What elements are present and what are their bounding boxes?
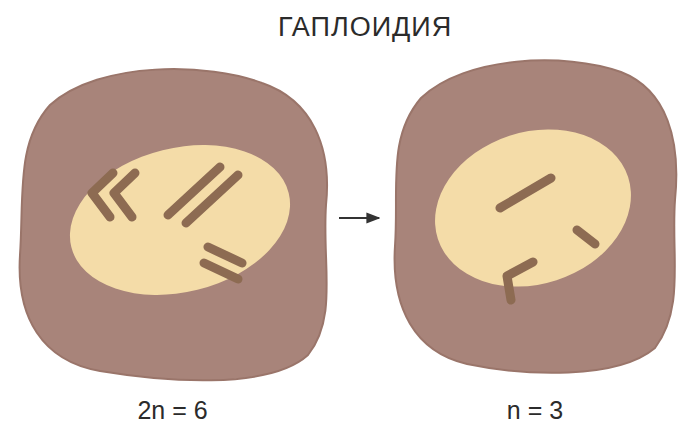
chromosome [204,263,238,279]
chromosome [92,173,113,217]
cell: 2n = 6 [10,55,335,425]
nucleus [54,123,306,317]
cell: n = 3 [385,50,685,425]
chromosome [208,247,242,263]
chromosome [114,173,135,217]
chromosome [577,230,595,244]
cell-illustration [385,50,685,380]
diagram-title: ГАПЛОИДИЯ [278,12,452,43]
ploidy-label: n = 3 [507,395,563,425]
chromosome [507,262,533,300]
ploidy-label: 2n = 6 [137,395,207,425]
cell-body [20,69,327,380]
chromosome [186,175,238,223]
cell-illustration [10,55,335,385]
chromosome [168,167,220,215]
cell-body [395,60,677,372]
chromosome [500,178,551,208]
transition-arrow [339,217,379,219]
nucleus [414,105,651,311]
